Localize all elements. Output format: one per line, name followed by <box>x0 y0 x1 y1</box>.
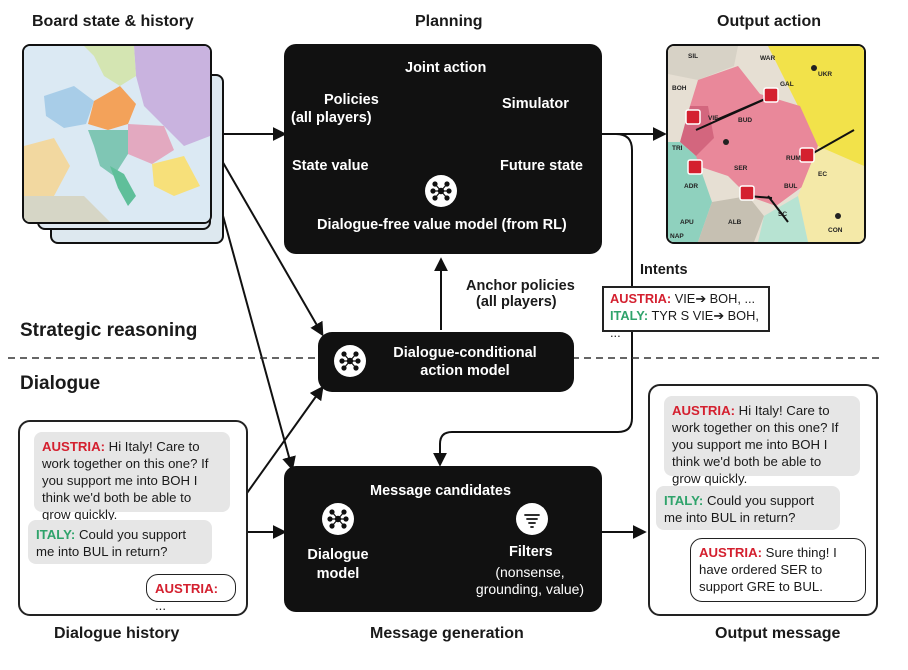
action-model-network-icon <box>334 345 366 377</box>
filter-icon <box>516 503 548 535</box>
policies-label: Policies <box>324 92 379 108</box>
filters-criteria-line1: (nonsense, <box>495 564 565 580</box>
message-generation-box <box>284 466 602 612</box>
section-dialogue: Dialogue <box>20 373 101 394</box>
intent-austria-player: AUSTRIA: <box>610 291 672 306</box>
map-territory-label: GAL <box>780 81 794 88</box>
planning-box <box>284 44 602 254</box>
map-territory-label: ADR <box>684 183 698 190</box>
history-austria-message: AUSTRIA: Hi Italy! Care to work together… <box>34 432 230 522</box>
heading-output-message: Output message <box>715 625 841 642</box>
anchor-policies-line1: Anchor policies <box>466 278 575 294</box>
history-austria-reply: AUSTRIA: ... <box>146 574 236 613</box>
history-italy-player: ITALY: <box>36 527 76 542</box>
map-territory-label: APU <box>680 219 694 226</box>
history-reply-player: AUSTRIA: <box>155 581 219 596</box>
output-austria-reply: AUSTRIA: Sure thing! I have ordered SER … <box>690 538 866 602</box>
map-territory-label: CON <box>828 227 843 234</box>
anchor-policies-label: Anchor policies (all players) <box>466 278 575 310</box>
policies-label-line1: Policies <box>324 92 379 108</box>
board-state-map <box>22 44 212 224</box>
map-territory-label: NAP <box>670 233 684 240</box>
arrow-intents-to-message-box <box>433 133 633 467</box>
arrow-history-to-action-model <box>241 385 324 501</box>
output-action-map-image: SIL WAR BOH GAL UKR VIE BUD TRI RUM SER BUL ADR APU A… <box>668 46 864 242</box>
joint-action-label: Joint action <box>405 60 487 76</box>
output-action-map: SIL WAR BOH GAL UKR VIE BUD TRI RUM SER BUL ADR APU A… <box>666 44 866 244</box>
intent-italy-text: TYR S VIE➔ BOH, ... <box>610 308 759 340</box>
history-austria-player: AUSTRIA: <box>42 439 106 454</box>
map-territory-label: EC <box>818 171 827 178</box>
intent-austria-row: AUSTRIA: VIE➔ BOH, ... <box>610 290 762 307</box>
dialogue-model-label: Dialogue model <box>300 546 376 584</box>
intent-italy-row: ITALY: TYR S VIE➔ BOH, ... <box>610 307 762 341</box>
map-territory-label: ALB <box>728 219 742 226</box>
map-territory-label: WAR <box>760 55 775 62</box>
heading-planning: Planning <box>415 13 483 30</box>
simulator-label: Simulator <box>502 96 569 112</box>
heading-dialogue-history: Dialogue history <box>54 625 180 642</box>
filters-criteria: (nonsense, grounding, value) <box>462 564 598 598</box>
map-territory-label: BUD <box>738 117 752 124</box>
heading-message-generation: Message generation <box>370 625 524 642</box>
value-model-label: Dialogue-free value model (from RL) <box>317 217 567 233</box>
arrow-board-to-action-model <box>209 139 324 337</box>
intents-box: AUSTRIA: VIE➔ BOH, ... ITALY: TYR S VIE➔… <box>602 286 770 340</box>
map-territory-label: TRI <box>672 145 683 152</box>
map-territory-label: RUM <box>786 155 801 162</box>
output-austria-text: Hi Italy! Care to work together on this … <box>672 403 839 486</box>
output-austria-message: AUSTRIA: Hi Italy! Care to work together… <box>664 396 860 486</box>
dialogue-model-network-icon <box>322 503 354 535</box>
map-territory-label: UKR <box>818 71 832 78</box>
intent-austria-text: VIE➔ BOH, ... <box>671 291 756 306</box>
history-austria-text: Hi Italy! Care to work together on this … <box>42 439 209 522</box>
history-reply-text: ... <box>155 598 166 613</box>
map-territory-label: SC <box>778 211 787 218</box>
action-model-line1: Dialogue-conditional <box>393 345 537 361</box>
dialogue-model-line2: model <box>316 566 360 582</box>
history-italy-message: ITALY: Could you support me into BUL in … <box>28 520 212 564</box>
europe-map-image <box>24 46 210 222</box>
output-italy-message: ITALY: Could you support me into BUL in … <box>656 486 840 530</box>
history-italy-text: Could you support me into BUL in return? <box>36 527 187 559</box>
dialogue-model-line1: Dialogue <box>307 547 369 563</box>
map-territory-label: SIL <box>688 53 698 60</box>
heading-board-state: Board state & history <box>32 13 194 30</box>
filters-label: Filters <box>509 544 553 560</box>
map-territory-label: BUL <box>784 183 797 190</box>
output-italy-player: ITALY: <box>664 493 704 508</box>
heading-output-action: Output action <box>717 13 821 30</box>
output-reply-text: Sure thing! I have ordered SER to suppor… <box>699 545 837 594</box>
action-model-line2: action model <box>420 363 510 379</box>
action-model-label: Dialogue-conditional action model <box>380 344 550 380</box>
output-italy-text: Could you support me into BUL in return? <box>664 493 815 525</box>
state-value-label: State value <box>292 158 369 174</box>
filters-criteria-line2: grounding, value) <box>475 581 585 597</box>
output-reply-player: AUSTRIA: <box>699 545 763 560</box>
intents-label: Intents <box>640 262 688 278</box>
section-strategic-reasoning: Strategic reasoning <box>20 320 198 341</box>
future-state-label: Future state <box>500 158 583 174</box>
output-austria-player: AUSTRIA: <box>672 403 736 418</box>
map-territory-label: SER <box>734 165 748 172</box>
policies-label-line2: (all players) <box>291 110 372 126</box>
map-territory-label: VIE <box>708 115 719 122</box>
intent-italy-player: ITALY: <box>610 308 649 323</box>
anchor-policies-line2: (all players) <box>476 294 557 310</box>
map-territory-label: BOH <box>672 85 687 92</box>
neural-network-icon <box>425 175 457 207</box>
message-candidates-label: Message candidates <box>370 483 512 499</box>
